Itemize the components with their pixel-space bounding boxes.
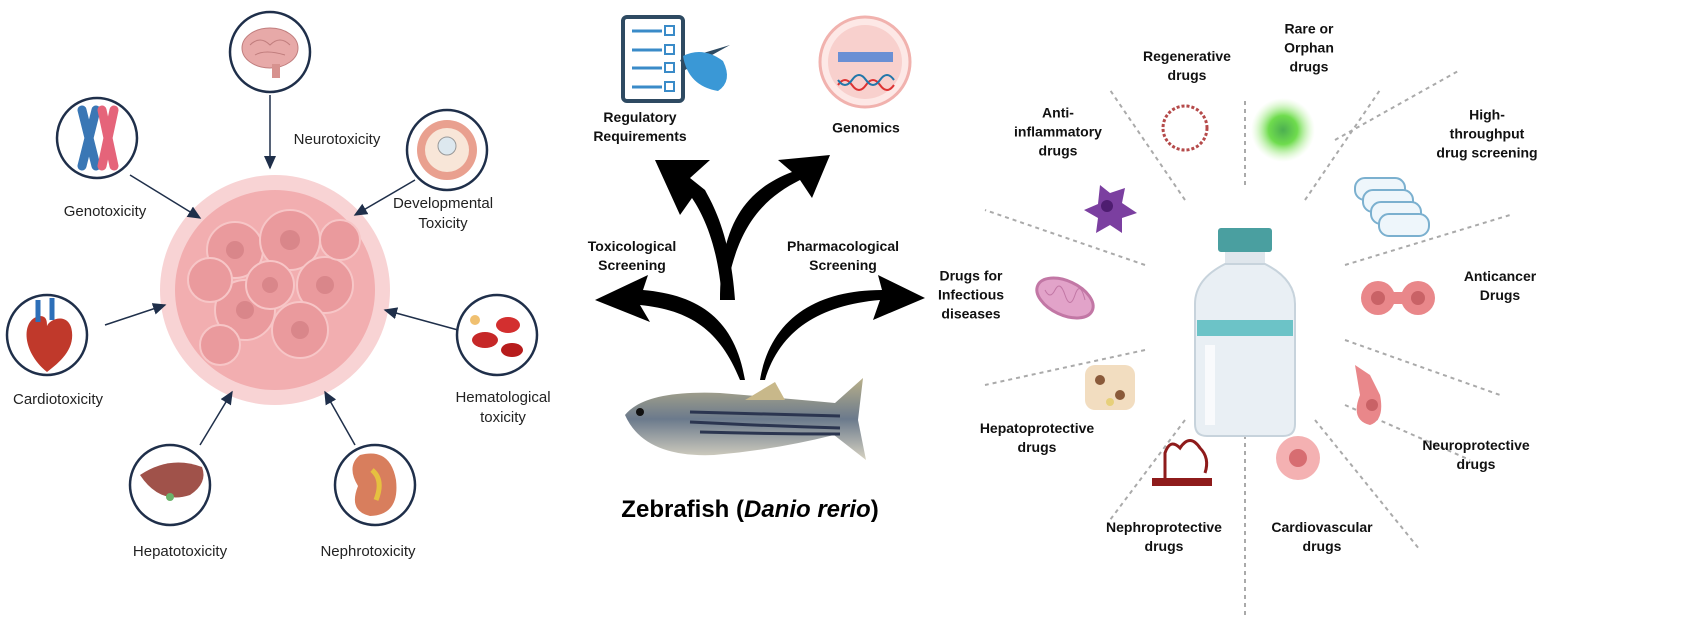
kidney-icon — [352, 453, 397, 516]
label-nephroprotective-drugs: Nephroprotective drugs — [1106, 519, 1222, 554]
regenerative-cell-icon — [1161, 104, 1209, 152]
mitochondria-icon — [1035, 276, 1095, 320]
embryo-icon — [417, 120, 477, 180]
toxicity-arrows — [104, 95, 459, 446]
checklist-icon — [621, 15, 730, 103]
label-anti-inflammatory-drugs: Anti- inflammatory drugs — [1014, 104, 1102, 159]
culture-plates-icon — [1354, 177, 1430, 237]
radial-divider-lines — [984, 69, 1511, 615]
label-infectious-disease-drugs: Drugs for Infectious diseases — [937, 267, 1005, 322]
zebrafish-image — [625, 378, 866, 460]
immune-cell-icon — [1084, 185, 1137, 233]
cancer-cell-dividing-icon — [1361, 281, 1435, 315]
label-hematological-toxicity: Hematological toxicity — [455, 389, 551, 426]
cell-cluster-illustration — [160, 175, 390, 405]
brain-icon — [241, 27, 299, 78]
stem-cell-icon — [1251, 98, 1315, 162]
label-pharmacological-screening: Pharmacological Screening — [786, 238, 900, 273]
label-developmental-toxicity: Developmental Toxicity — [392, 195, 494, 232]
drug-vial-illustration — [1194, 228, 1296, 437]
title-end: ) — [870, 496, 879, 523]
label-genomics: Genomics — [832, 119, 900, 136]
neuron-icon — [1355, 365, 1382, 425]
blood-cells-icon — [470, 315, 523, 357]
title-text: Zebrafish ( — [621, 496, 744, 523]
diagram-title: Zebrafish (Danio rerio) — [621, 498, 878, 522]
label-regulatory-requirements: Regulatory Requirements — [593, 109, 687, 144]
label-hepatotoxicity: Hepatotoxicity — [132, 543, 228, 560]
label-anticancer-drugs: Anticancer Drugs — [1463, 268, 1537, 303]
chromosome-icon — [77, 105, 119, 171]
kidney-vessels-icon — [1152, 439, 1212, 486]
label-neurotoxicity: Neurotoxicity — [293, 131, 381, 148]
label-hepatoprotective-drugs: Hepatoprotective drugs — [979, 420, 1095, 455]
label-rare-orphan-drugs: Rare or Orphan drugs — [1284, 20, 1334, 75]
label-regenerative-drugs: Regenerative drugs — [1143, 48, 1231, 83]
label-toxicological-screening: Toxicological Screening — [587, 238, 677, 273]
liver-cells-icon — [1085, 365, 1135, 410]
label-nephrotoxicity: Nephrotoxicity — [320, 543, 416, 560]
genomics-icon — [818, 15, 912, 109]
liver-icon — [140, 462, 204, 501]
label-cardiotoxicity: Cardiotoxicity — [12, 391, 104, 408]
label-neuroprotective-drugs: Neuroprotective drugs — [1422, 437, 1530, 472]
label-high-throughput-screening: High- throughput drug screening — [1436, 106, 1538, 161]
title-species: Danio rerio — [743, 496, 871, 523]
label-genotoxicity: Genotoxicity — [63, 203, 147, 220]
heart-icon — [26, 298, 73, 372]
heart-tissue-icon — [1276, 436, 1320, 480]
label-cardiovascular-drugs: Cardiovascular drugs — [1271, 519, 1373, 554]
branching-arrows — [595, 155, 925, 380]
